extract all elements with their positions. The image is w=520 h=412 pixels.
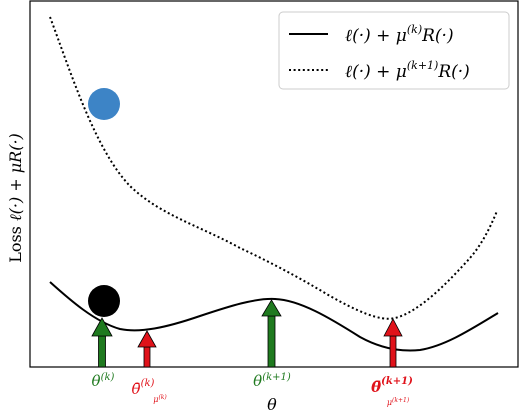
legend: ℓ(·) + μ(k)R(·) ℓ(·) + μ(k+1)R(·) (278, 11, 510, 90)
x-axis-label: θ (267, 395, 277, 412)
theta-k1-arrow (261, 299, 282, 368)
theta-k1-label: θ(k+1) (253, 372, 291, 390)
black-point-marker (88, 285, 120, 317)
legend-solid-label: ℓ(·) + μ(k)R(·) (345, 23, 454, 46)
solid-curve (49, 281, 499, 352)
theta-k-arrow (91, 317, 113, 368)
theta-bar-k1-label: θ̄(k+1) μ(k+1) (371, 376, 413, 407)
svg-text:μ(k): μ(k) (153, 394, 167, 404)
blue-point-marker (88, 88, 120, 120)
theta-k-label: θ(k) (92, 372, 115, 390)
theta-bar-k1-arrow (383, 318, 403, 368)
svg-text:θ̄(k): θ̄(k) (132, 378, 155, 398)
theta-bar-k-label: θ̄(k) μ(k) (132, 378, 168, 404)
legend-dotted-label: ℓ(·) + μ(k+1)R(·) (345, 59, 470, 82)
y-axis-label: Loss ℓ(·) + μR(·) (6, 133, 25, 263)
svg-text:μ(k+1): μ(k+1) (387, 397, 410, 407)
theta-bar-k-arrow (137, 330, 157, 368)
svg-text:θ̄(k+1): θ̄(k+1) (371, 376, 413, 396)
